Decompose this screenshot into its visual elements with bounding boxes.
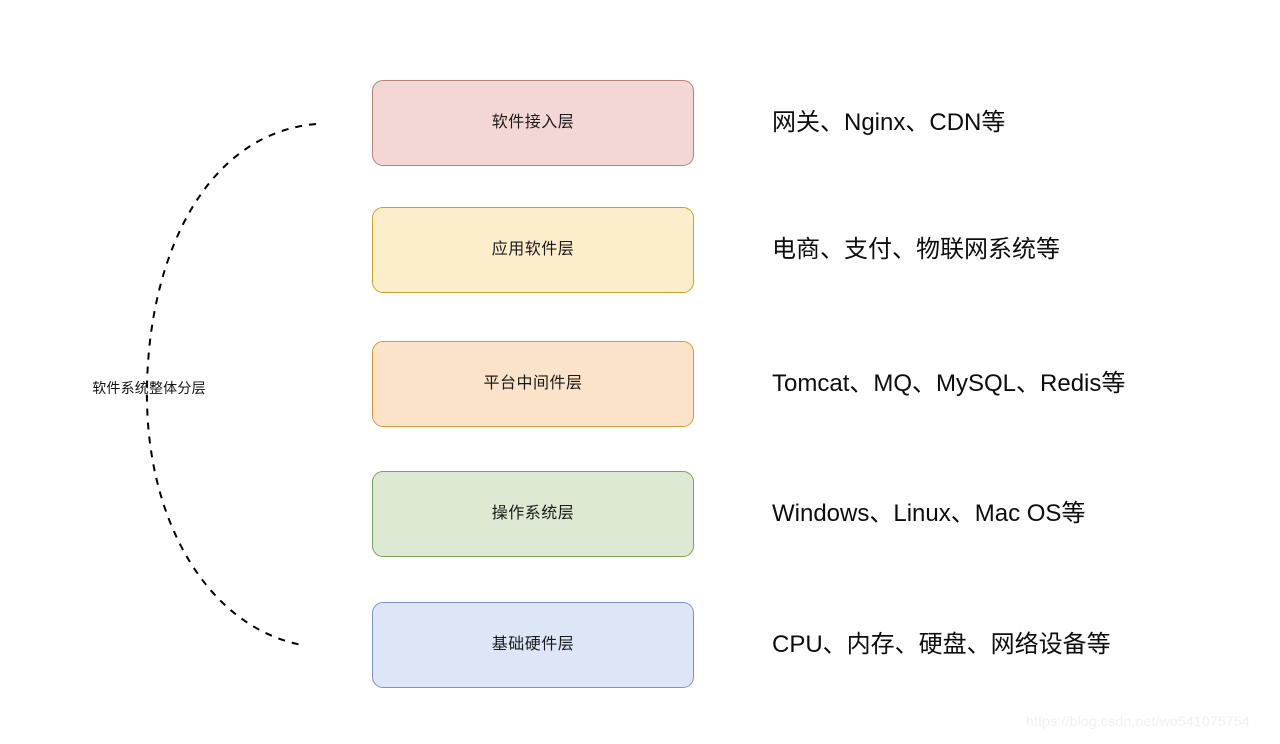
layer-box-label: 软件接入层 — [491, 114, 575, 131]
layer-box-base-hardware[interactable]: 基础硬件层 — [372, 602, 694, 688]
layer-row: 应用软件层 电商、支付、物联网系统等 — [372, 207, 1252, 293]
layer-row: 软件接入层 网关、Nginx、CDN等 — [372, 80, 1252, 166]
layer-row: 基础硬件层 CPU、内存、硬盘、网络设备等 — [372, 602, 1252, 688]
layer-row: 操作系统层 Windows、Linux、Mac OS等 — [372, 471, 1252, 557]
layer-description: 网关、Nginx、CDN等 — [772, 109, 1006, 136]
layer-box-label: 操作系统层 — [491, 505, 575, 522]
layer-box-platform-middleware[interactable]: 平台中间件层 — [372, 341, 694, 427]
group-label: 软件系统整体分层 — [92, 380, 206, 396]
layer-description: Windows、Linux、Mac OS等 — [772, 500, 1086, 527]
layer-description: 电商、支付、物联网系统等 — [772, 236, 1060, 263]
layer-box-operating-system[interactable]: 操作系统层 — [372, 471, 694, 557]
layer-box-label: 平台中间件层 — [483, 375, 583, 392]
layer-description: CPU、内存、硬盘、网络设备等 — [772, 631, 1111, 658]
watermark: https://blog.csdn.net/wo541075754 — [1026, 713, 1250, 729]
layer-description: Tomcat、MQ、MySQL、Redis等 — [772, 370, 1126, 397]
layer-box-software-access[interactable]: 软件接入层 — [372, 80, 694, 166]
layer-box-label: 基础硬件层 — [491, 636, 575, 653]
layer-box-application-software[interactable]: 应用软件层 — [372, 207, 694, 293]
layer-row: 平台中间件层 Tomcat、MQ、MySQL、Redis等 — [372, 341, 1252, 427]
layer-box-label: 应用软件层 — [491, 241, 575, 258]
